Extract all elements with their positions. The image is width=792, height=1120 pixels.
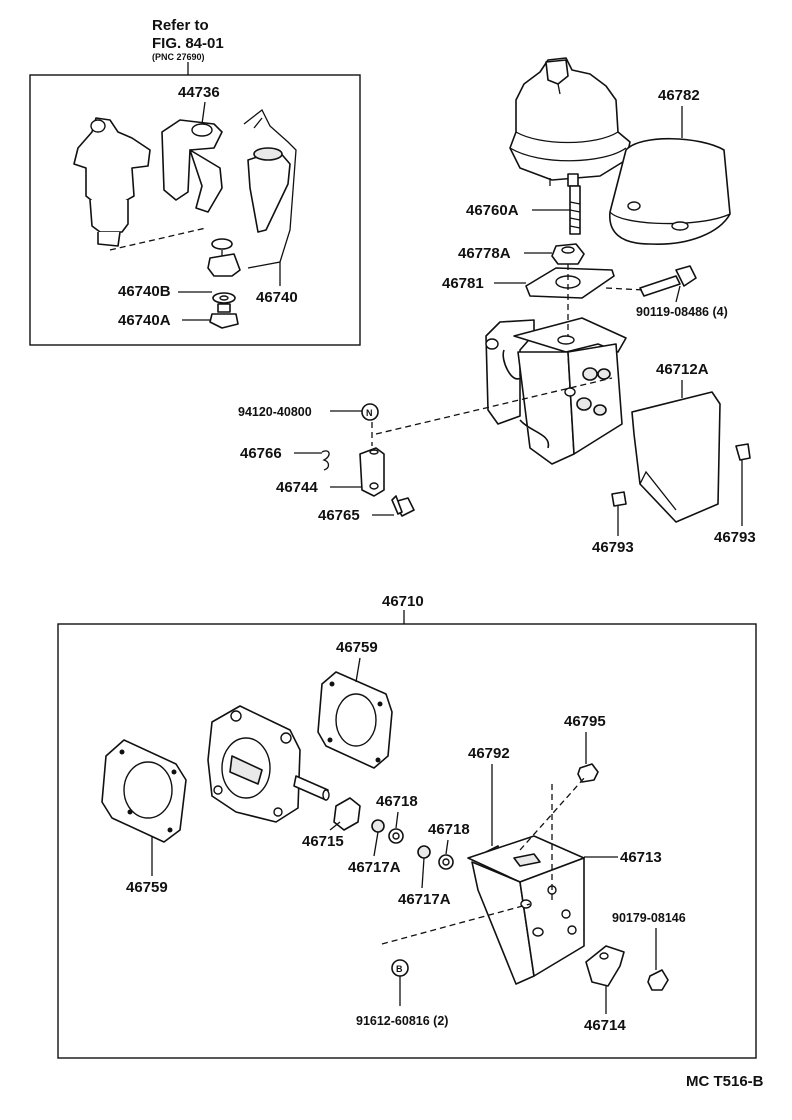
washer-46717A-b-drawing — [417, 845, 431, 859]
label-46740: 46740 — [256, 289, 298, 306]
diaphragm-dome-drawing — [509, 57, 631, 187]
label-46744: 46744 — [276, 479, 318, 496]
reference-box — [29, 74, 361, 346]
link-46744-drawing — [359, 447, 385, 497]
label-46778A: 46778A — [458, 245, 511, 262]
nut-46778A-drawing — [551, 243, 585, 265]
gasket-46759-left-drawing — [101, 739, 187, 843]
bracket-46713-drawing — [467, 835, 585, 985]
bolt-90119-drawing — [639, 265, 697, 297]
injector-dashline — [109, 227, 207, 251]
figure-code: MC T516-B — [686, 1073, 764, 1090]
label-46792: 46792 — [468, 745, 510, 762]
clamp-drawing — [161, 119, 223, 213]
label-46740A: 46740A — [118, 312, 171, 329]
label-46760A: 46760A — [466, 202, 519, 219]
washer-drawing — [207, 238, 241, 329]
label-46765: 46765 — [318, 507, 360, 524]
nut-46795-drawing — [577, 763, 599, 783]
refer-fig-text: FIG. 84-01 — [152, 35, 224, 52]
actuator-bracket-drawing — [485, 317, 627, 465]
label-46712A: 46712A — [656, 361, 709, 378]
label-44736: 44736 — [178, 84, 220, 101]
label-94120-40800: 94120-40800 — [238, 405, 312, 419]
refer-to-text: Refer to — [152, 17, 209, 34]
label-46759-right: 46759 — [336, 639, 378, 656]
label-46718-b: 46718 — [428, 821, 470, 838]
marker-n-drawing — [361, 403, 379, 421]
actuator-group: N 46782 46760A 46778A 46781 90119-0848 — [238, 57, 756, 556]
screw-46793b-drawing — [735, 443, 751, 461]
label-90119-08486: 90119-08486 (4) — [636, 305, 728, 319]
assembly-box — [57, 623, 757, 1059]
label-46714: 46714 — [584, 1017, 626, 1034]
gasket-46759-right-drawing — [317, 671, 393, 769]
label-46718-a: 46718 — [376, 793, 418, 810]
label-46782: 46782 — [658, 87, 700, 104]
injector-drawing — [73, 117, 151, 247]
cover-drawing — [609, 137, 731, 245]
label-46713: 46713 — [620, 849, 662, 866]
label-46715: 46715 — [302, 833, 344, 850]
washer-46717A-a-drawing — [371, 819, 385, 833]
shield-46712A-drawing — [631, 391, 721, 523]
label-46759-left: 46759 — [126, 879, 168, 896]
label-46740B: 46740B — [118, 283, 171, 300]
label-91612-60816: 91612-60816 (2) — [356, 1014, 448, 1028]
nut-90179-drawing — [647, 969, 669, 991]
throttle-body-drawing — [207, 705, 330, 823]
clip-46766-drawing — [321, 450, 330, 471]
label-46717A-b: 46717A — [398, 891, 451, 908]
label-46766: 46766 — [240, 445, 282, 462]
sleeve-46715-drawing — [333, 797, 361, 831]
refer-pnc-text: (PNC 27690) — [152, 52, 205, 62]
marker-n-text: N — [366, 408, 373, 418]
pin-46765-drawing — [391, 495, 415, 517]
label-46781: 46781 — [442, 275, 484, 292]
assembly-group: 46710 — [57, 593, 757, 1059]
rod-drawing — [569, 185, 581, 235]
label-46793-b: 46793 — [714, 529, 756, 546]
marker-b-text: B — [396, 964, 403, 974]
valve-tube-drawing — [243, 109, 297, 269]
label-46717A-a: 46717A — [348, 859, 401, 876]
screw-46793a-drawing — [611, 491, 627, 507]
label-46795: 46795 — [564, 713, 606, 730]
assembly-label: 46710 — [382, 593, 424, 610]
label-46793-a: 46793 — [592, 539, 634, 556]
lever-46714-drawing — [585, 945, 625, 987]
label-90179-08146: 90179-08146 — [612, 911, 686, 925]
reference-group: Refer to FIG. 84-01 (PNC 27690) — [29, 17, 361, 346]
